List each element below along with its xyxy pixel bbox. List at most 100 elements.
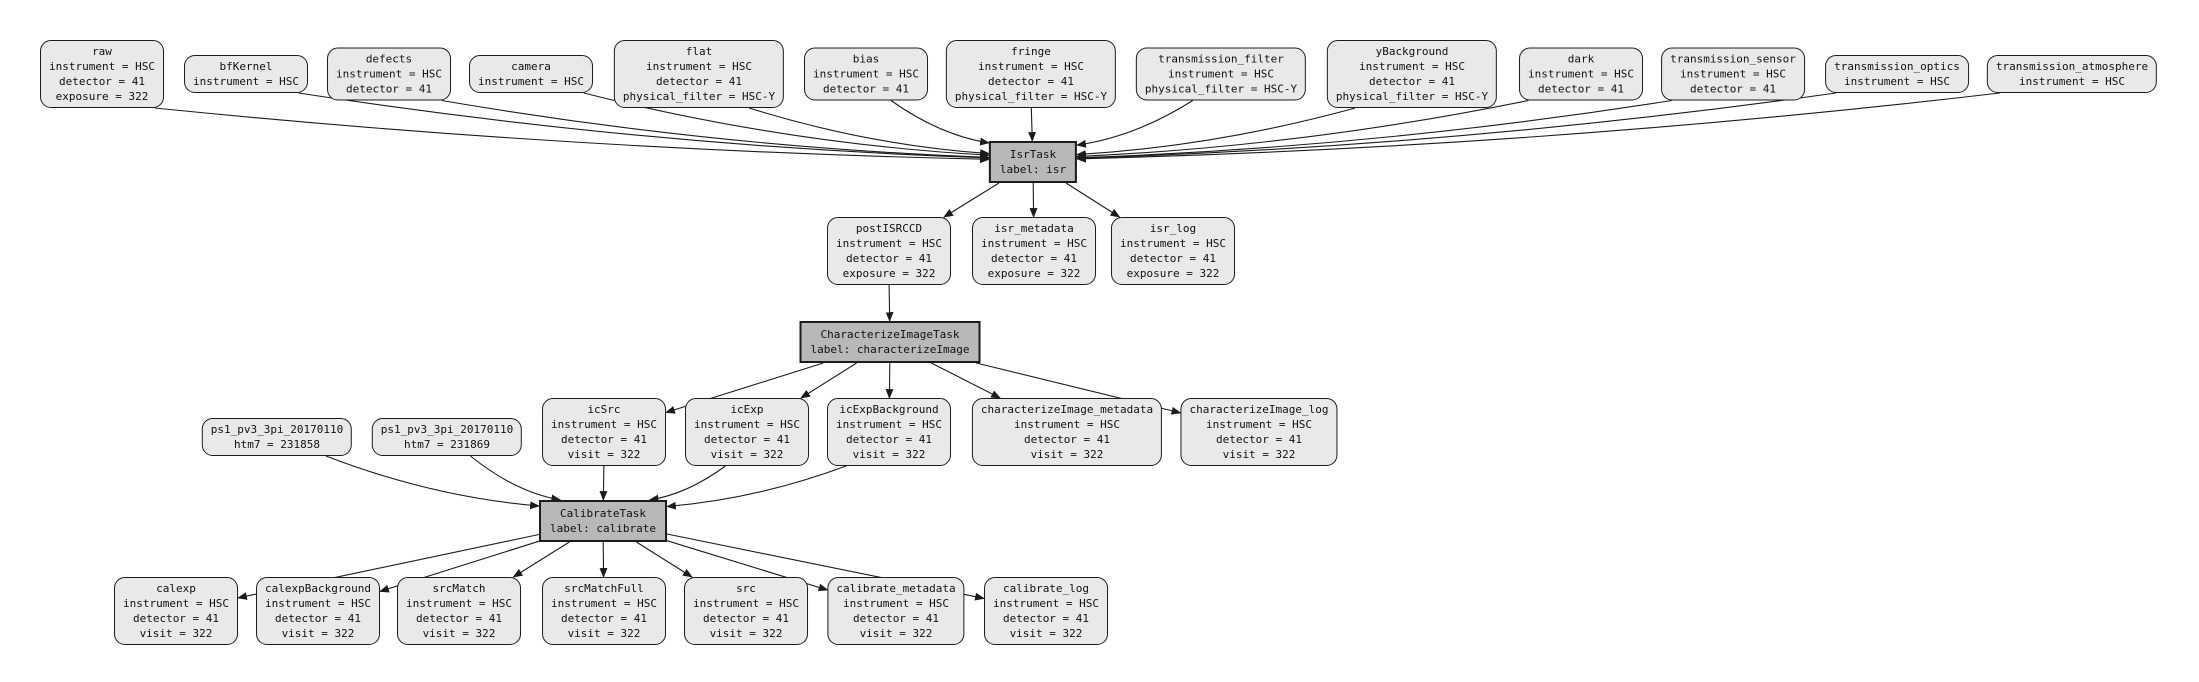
edge-calibrate-to-srcMatch	[512, 541, 570, 578]
node-dimension: detector = 41	[822, 82, 910, 96]
node-title: IsrTask	[1009, 148, 1057, 161]
node-dimension: detector = 41	[560, 433, 648, 446]
node-title: bfKernel	[219, 60, 273, 73]
node-dimension: physical_filter = HSC-Y	[1335, 90, 1489, 103]
task-node-calibrate: CalibrateTask label: calibrate	[539, 500, 667, 542]
node-dimension: detector = 41	[1215, 433, 1303, 446]
node-title: camera	[511, 60, 551, 73]
node-dimension: instrument = HSC	[1528, 67, 1634, 81]
node-title: defects	[365, 52, 413, 66]
node-dimension: instrument = HSC	[813, 67, 919, 81]
node-dimension: detector = 41	[274, 612, 362, 625]
node-dimension: instrument = HSC	[478, 75, 584, 88]
node-dimension: instrument = HSC	[2019, 75, 2125, 88]
node-title: icSrc	[587, 403, 621, 416]
node-dimension: detector = 41	[990, 252, 1078, 265]
node-dimension: label: characterizeImage	[810, 343, 970, 356]
node-dimension: detector = 41	[1689, 82, 1777, 96]
node-title: characterizeImage_log	[1189, 403, 1329, 416]
node-dimension: instrument = HSC	[551, 418, 657, 431]
node-dimension: detector = 41	[1002, 612, 1090, 625]
edge-ps1_231858-to-calibrate	[325, 455, 540, 510]
node-dimension: detector = 41	[987, 75, 1075, 88]
task-node-isr: IsrTask label: isr	[988, 141, 1078, 183]
node-dimension: instrument = HSC	[551, 597, 657, 610]
edge-ps1_231869-to-calibrate	[470, 455, 562, 503]
dataset-node-bfKernel: bfKernel instrument = HSC	[184, 55, 308, 93]
edge-fringe-to-isr	[1028, 107, 1036, 142]
node-title: ps1_pv3_3pi_20170110	[210, 423, 344, 436]
node-dimension: instrument = HSC	[978, 60, 1084, 73]
edge-yBackground-to-isr	[1076, 107, 1356, 159]
node-dimension: visit = 322	[859, 627, 933, 640]
node-dimension: detector = 41	[1537, 82, 1625, 96]
node-dimension: visit = 322	[567, 448, 641, 461]
edge-bias-to-isr	[890, 100, 990, 146]
node-dimension: instrument = HSC	[1014, 418, 1120, 431]
node-dimension: instrument = HSC	[1120, 237, 1226, 250]
node-title: yBackground	[1375, 45, 1449, 58]
node-title: icExp	[730, 403, 764, 416]
node-title: raw	[92, 45, 112, 58]
node-dimension: detector = 41	[845, 433, 933, 446]
node-dimension: detector = 41	[1129, 252, 1217, 265]
node-dimension: detector = 41	[703, 433, 791, 446]
node-dimension: instrument = HSC	[694, 418, 800, 431]
edge-icExpBackground-to-calibrate	[666, 465, 847, 510]
node-dimension: visit = 322	[1222, 448, 1296, 461]
edge-transmission_optics-to-isr	[1076, 92, 1836, 162]
node-title: characterizeImage_metadata	[980, 403, 1154, 416]
node-dimension: instrument = HSC	[1168, 67, 1274, 81]
node-dimension: physical_filter = HSC-Y	[1144, 82, 1298, 96]
edge-characterizeImage-to-characterizeImage_metadata	[931, 362, 1001, 399]
edge-transmission_atmosphere-to-isr	[1076, 92, 2000, 163]
edge-defects-to-isr	[441, 99, 990, 162]
dataset-node-camera: camera instrument = HSC	[469, 55, 593, 93]
edge-raw-to-isr	[154, 107, 990, 164]
node-dimension: instrument = HSC	[993, 597, 1099, 610]
node-dimension: instrument = HSC	[193, 75, 299, 88]
node-dimension: instrument = HSC	[336, 67, 442, 81]
node-title: CalibrateTask	[559, 507, 647, 520]
node-dimension: label: isr	[999, 163, 1067, 176]
node-dimension: visit = 322	[852, 448, 926, 461]
node-dimension: detector = 41	[345, 82, 433, 96]
node-dimension: visit = 322	[281, 627, 355, 640]
node-dimension: instrument = HSC	[265, 597, 371, 610]
node-title: calibrate_metadata	[836, 582, 956, 595]
node-dimension: instrument = HSC	[836, 237, 942, 250]
node-title: src	[736, 582, 756, 595]
node-dimension: visit = 322	[422, 627, 496, 640]
node-dimension: htm7 = 231869	[403, 438, 491, 451]
node-dimension: exposure = 322	[1126, 267, 1220, 280]
edge-postISRCCD-to-characterizeImage	[885, 284, 894, 322]
node-title: transmission_filter	[1158, 52, 1284, 66]
edge-characterizeImage-to-icExp	[800, 362, 857, 399]
node-dimension: instrument = HSC	[1680, 67, 1786, 81]
node-dimension: detector = 41	[560, 612, 648, 625]
node-dimension: detector = 41	[852, 612, 940, 625]
node-title: transmission_atmosphere	[1995, 60, 2149, 73]
node-title: transmission_optics	[1834, 60, 1960, 73]
node-title: ps1_pv3_3pi_20170110	[380, 423, 514, 436]
node-dimension: instrument = HSC	[646, 60, 752, 73]
node-title: CharacterizeImageTask	[820, 328, 960, 341]
node-title: calexp	[156, 582, 196, 595]
node-dimension: instrument = HSC	[406, 597, 512, 610]
node-dimension: label: calibrate	[550, 522, 656, 535]
node-title: icExpBackground	[839, 403, 939, 416]
node-dimension: physical_filter = HSC-Y	[954, 90, 1108, 103]
